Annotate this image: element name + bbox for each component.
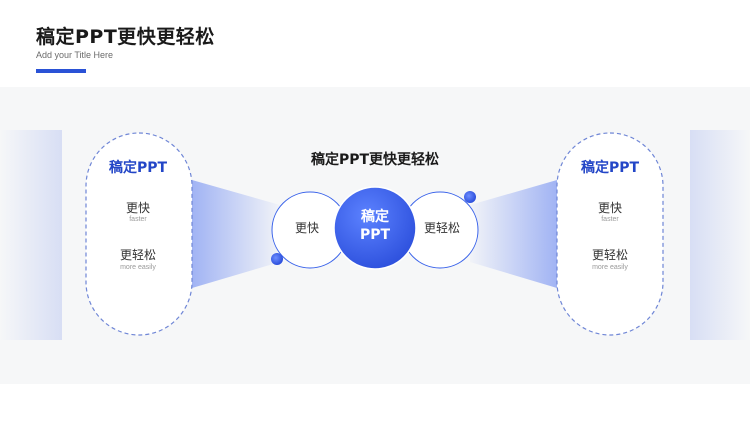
right-card — [556, 132, 664, 336]
right-card-item-1-en: faster — [601, 216, 619, 223]
center-heading: 稿定PPT更快更轻松 — [310, 152, 440, 168]
hub-label: 稿定 PPT — [345, 208, 405, 244]
left-connector-funnel — [192, 180, 280, 288]
hub-circle — [333, 186, 417, 270]
page-subtitle: Add your Title Here — [36, 50, 114, 60]
hub-label-line1: 稿定 — [361, 209, 389, 225]
title-accent-bar — [36, 69, 86, 73]
left-circle-label: 更快 — [294, 221, 320, 235]
left-card — [85, 132, 193, 336]
left-card-item-1: 更快 — [125, 201, 151, 215]
page-title: 稿定PPT更快更轻松 — [36, 26, 215, 48]
left-accent-dot — [271, 253, 283, 265]
left-card-item-1-en: faster — [129, 216, 147, 223]
right-connector-funnel — [470, 180, 557, 288]
left-edge-fade — [0, 130, 62, 340]
right-card-item-2: 更轻松 — [591, 248, 629, 262]
hub-label-line2: PPT — [359, 227, 391, 243]
right-edge-fade — [690, 130, 750, 340]
right-circle-label: 更轻松 — [423, 221, 461, 235]
left-card-item-2: 更轻松 — [119, 248, 157, 262]
left-card-title: 稿定PPT — [108, 160, 168, 176]
left-card-item-2-en: more easily — [120, 264, 156, 271]
right-card-item-2-en: more easily — [592, 264, 628, 271]
right-card-title: 稿定PPT — [580, 160, 640, 176]
right-card-item-1: 更快 — [597, 201, 623, 215]
right-accent-dot — [464, 191, 476, 203]
